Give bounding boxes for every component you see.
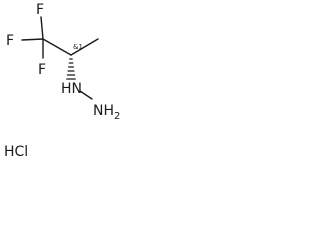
bond-cf3-chiral bbox=[42, 38, 72, 56]
atom-nh2-main: NH bbox=[93, 103, 114, 119]
atom-f-bottom: F bbox=[38, 62, 46, 78]
atom-nh2: NH2 bbox=[93, 103, 120, 122]
bond-cf3-f-left bbox=[21, 38, 44, 41]
hashed-wedge-bond bbox=[66, 58, 76, 80]
atom-nh2-subscript: 2 bbox=[114, 111, 120, 122]
atom-f-left: F bbox=[6, 33, 14, 49]
chemical-structure: F F F &1 HN NH2 HCl bbox=[4, 2, 120, 160]
stereo-label: &1 bbox=[73, 43, 83, 51]
bonds bbox=[21, 16, 99, 100]
bond-cf3-f-top bbox=[40, 16, 44, 40]
bond-chiral-methyl bbox=[70, 38, 99, 56]
bond-nh-nh2 bbox=[79, 90, 93, 100]
salt-label: HCl bbox=[4, 144, 28, 160]
atom-f-top: F bbox=[36, 2, 44, 18]
atom-nh: HN bbox=[61, 81, 82, 97]
